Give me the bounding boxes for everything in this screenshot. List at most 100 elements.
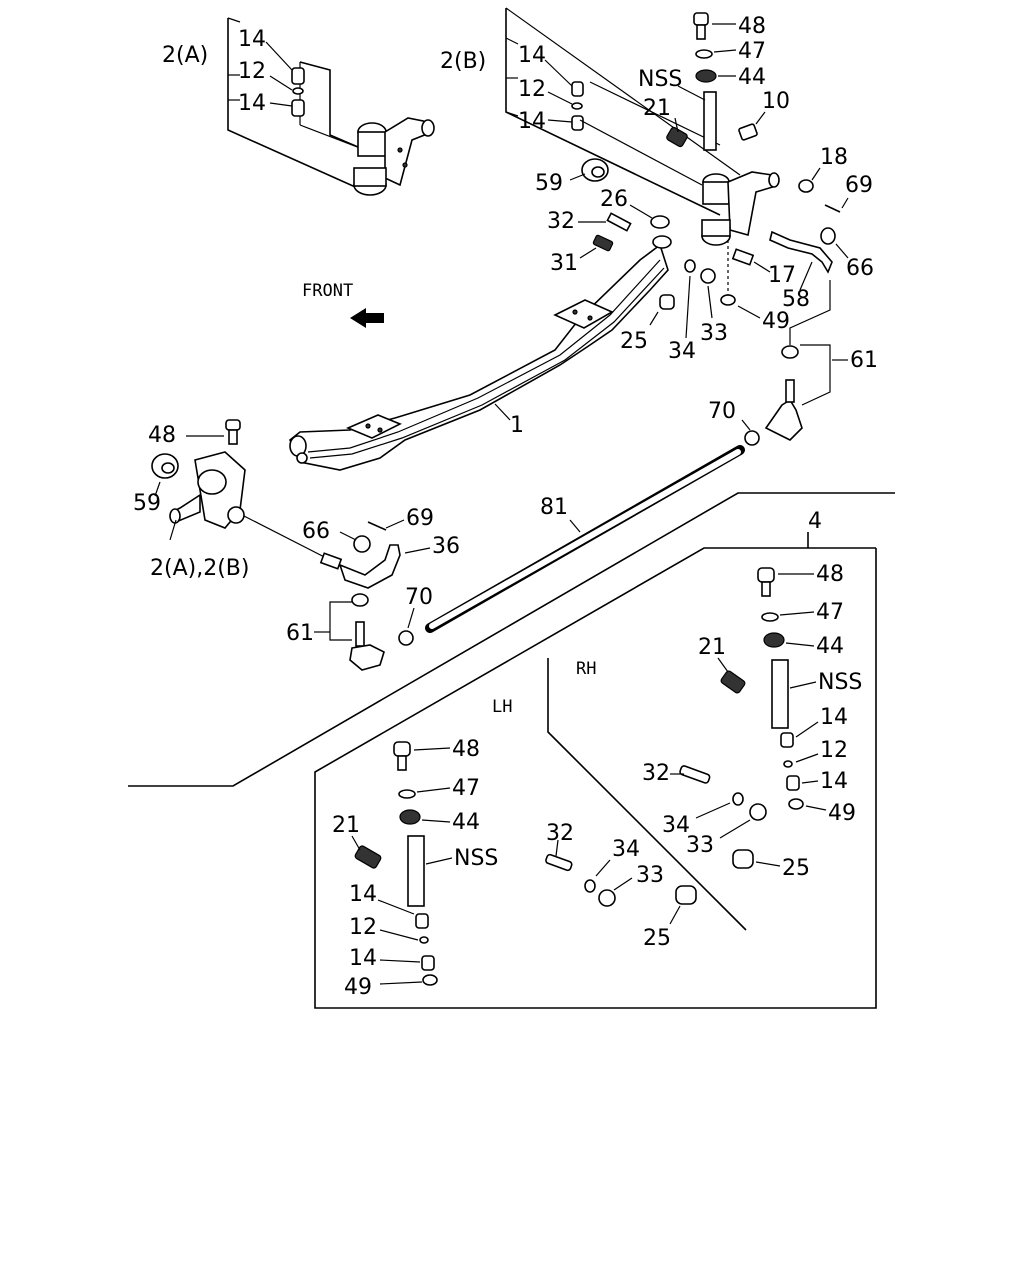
- lh-bushing-14-a: [415, 913, 429, 929]
- king-pin-nss-top: [703, 91, 717, 151]
- label-34: 34: [612, 837, 640, 862]
- lh-washer-34: [584, 879, 596, 893]
- nut-33-top: [700, 268, 716, 284]
- label-81: 81: [540, 495, 568, 520]
- label-rh: RH: [576, 659, 596, 679]
- front-direction: FRONT: [302, 281, 384, 328]
- rh-bolt-48: [757, 567, 775, 597]
- knuckle-2a-group: 2(A) 14 12 14: [162, 17, 435, 196]
- rh-pin-32: [679, 765, 711, 784]
- label-33: 33: [636, 863, 664, 888]
- label-61: 61: [850, 348, 878, 373]
- knuckle-2b-group: 2(B) 14 12 14 48 47 44 NSS 21 10: [440, 7, 874, 345]
- label-14: 14: [518, 43, 546, 68]
- label-44: 44: [452, 810, 480, 835]
- rh-grease-21: [720, 670, 746, 694]
- label-14: 14: [238, 91, 266, 116]
- bushing-14-a: [291, 67, 305, 85]
- label-34: 34: [662, 813, 690, 838]
- rh-seal-49: [788, 798, 804, 810]
- label-49: 49: [762, 309, 790, 334]
- rh-bushing-14-b: [786, 775, 800, 791]
- washer-34-top: [684, 259, 696, 273]
- label-48: 48: [738, 14, 766, 39]
- bushing-14-c: [571, 81, 584, 97]
- steering-knuckle-left: [169, 451, 246, 529]
- label-47: 47: [816, 600, 844, 625]
- rh-bushing-14-a: [780, 732, 794, 748]
- bolt-48-top: [693, 12, 709, 40]
- rh-washer-34: [732, 792, 744, 806]
- bushing-59-left: [151, 453, 179, 479]
- lh-seal-44: [399, 809, 421, 825]
- washer-47-top: [695, 49, 713, 59]
- label-nss: NSS: [818, 670, 862, 695]
- label-4: 4: [808, 509, 822, 534]
- label-59: 59: [133, 491, 161, 516]
- tie-rod-end-61-right: 61 70: [708, 344, 878, 446]
- rh-washer-47: [761, 612, 779, 622]
- label-14: 14: [820, 705, 848, 730]
- label-31: 31: [550, 251, 578, 276]
- cotter-pin-69-left: [367, 521, 387, 531]
- label-33: 33: [700, 321, 728, 346]
- bushing-59-top: [581, 158, 609, 182]
- tie-rod-81: 81: [425, 445, 745, 633]
- label-70: 70: [405, 585, 433, 610]
- bolt-10: [738, 123, 758, 141]
- rh-king-pin-nss: [771, 659, 789, 729]
- nut-66-left: [353, 535, 371, 553]
- label-lh: LH: [492, 697, 512, 717]
- label-14: 14: [518, 109, 546, 134]
- lh-washer-47: [398, 789, 416, 799]
- grease-fitting-21-top: [666, 126, 688, 148]
- label-1: 1: [510, 413, 524, 438]
- bolt-17: [731, 248, 755, 266]
- rh-ring-12: [783, 760, 793, 768]
- lh-nut-33: [598, 889, 616, 907]
- rh-bushing-25: [732, 849, 754, 869]
- label-44: 44: [816, 634, 844, 659]
- label-12: 12: [518, 77, 546, 102]
- label-32: 32: [642, 761, 670, 786]
- axle-right-hardware: 26 32 31 25 34 33: [547, 187, 728, 364]
- label-32: 32: [546, 821, 574, 846]
- pin-32-top: [606, 212, 632, 232]
- label-34: 34: [668, 339, 696, 364]
- label-61: 61: [286, 621, 314, 646]
- grease-31: [592, 234, 614, 252]
- tie-rod-end-61-left: 61 70: [286, 585, 433, 671]
- label-2a-2b: 2(A),2(B): [150, 556, 249, 581]
- washer-26: [650, 215, 670, 229]
- label-25: 25: [620, 329, 648, 354]
- label-10: 10: [762, 89, 790, 114]
- rh-nut-33: [749, 803, 767, 821]
- bushing-25-top: [659, 294, 675, 310]
- label-26: 26: [600, 187, 628, 212]
- nut-70-left: [398, 630, 414, 646]
- label-21: 21: [643, 96, 671, 121]
- label-49: 49: [344, 975, 372, 1000]
- label-17: 17: [768, 263, 796, 288]
- lh-seal-49: [422, 974, 438, 986]
- label-14: 14: [238, 27, 266, 52]
- label-21: 21: [332, 813, 360, 838]
- kingpin-kit-4: 4 RH LH 48 47 44 NSS 21 14 12 14: [128, 492, 895, 1009]
- lh-bolt-48: [393, 741, 411, 771]
- bolt-48-left: [225, 419, 241, 445]
- label-14: 14: [349, 882, 377, 907]
- label-69: 69: [845, 173, 873, 198]
- knuckle-left-group: 48 59 2(A),2(B) 36 66 69: [133, 419, 460, 589]
- front-axle-1: 1: [289, 243, 669, 471]
- label-14: 14: [349, 946, 377, 971]
- label-25: 25: [782, 856, 810, 881]
- label-49: 49: [828, 801, 856, 826]
- label-25: 25: [643, 926, 671, 951]
- label-47: 47: [738, 39, 766, 64]
- nut-70-right: [744, 430, 760, 446]
- label-70: 70: [708, 399, 736, 424]
- label-69: 69: [406, 506, 434, 531]
- label-12: 12: [238, 59, 266, 84]
- ring-12-b: [571, 102, 583, 110]
